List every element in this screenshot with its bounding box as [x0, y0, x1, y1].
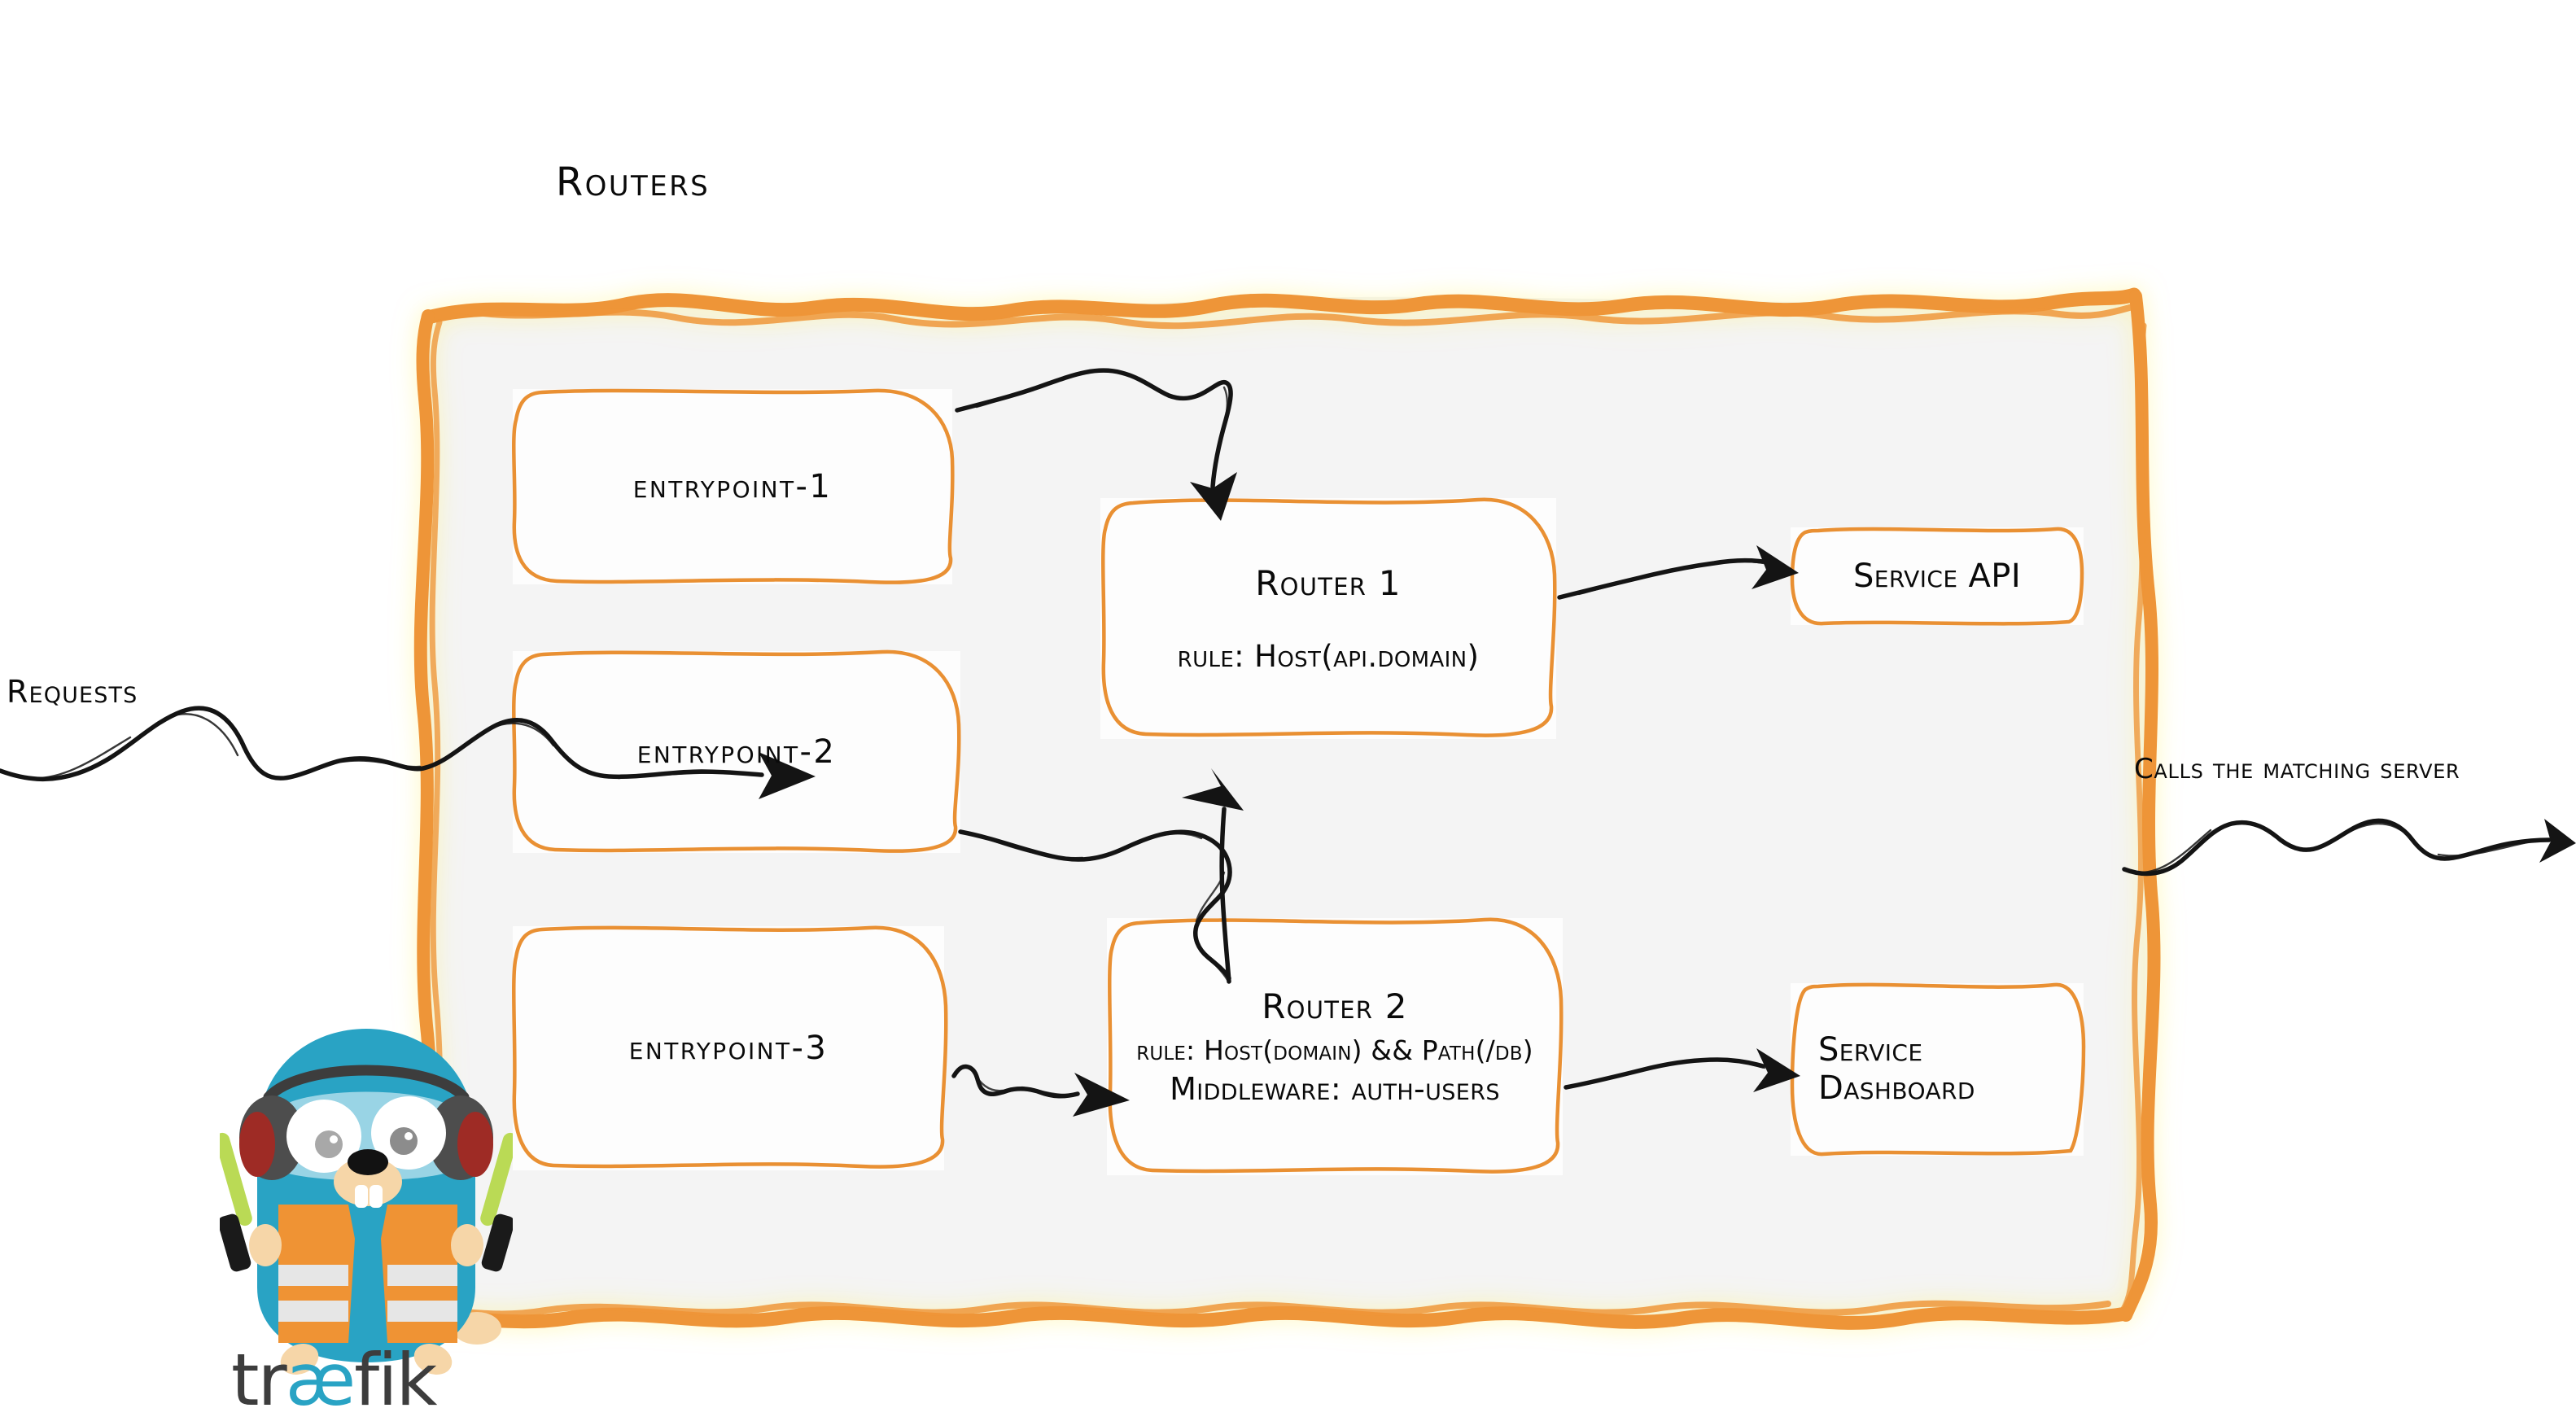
router-1-title: Router 1 [1255, 563, 1402, 603]
gopher-snout [334, 1157, 402, 1206]
entrypoint-2-box[interactable]: entrypoint-2 [512, 649, 961, 853]
traefik-wordmark: træfik [231, 1338, 438, 1408]
entrypoint-3-label: entrypoint-3 [628, 1030, 829, 1067]
router-1-rule: rule: Host(api.domain) [1177, 639, 1480, 674]
router-2-middleware: Middleware: auth-users [1170, 1071, 1500, 1107]
router-2-rule: rule: Host(domain) && Path(/db) [1136, 1034, 1533, 1066]
router-2-box[interactable]: Router 2 rule: Host(domain) && Path(/db)… [1107, 917, 1564, 1175]
router-1-box[interactable]: Router 1 rule: Host(api.domain) [1100, 497, 1557, 739]
service-dashboard-line-1: Service [1818, 1030, 1923, 1069]
entrypoint-3-box[interactable]: entrypoint-3 [512, 925, 948, 1170]
gopher-tooth-left [355, 1185, 368, 1208]
traefik-logo: træfik [220, 1001, 513, 1408]
gopher-pupil-right [390, 1127, 418, 1155]
arrow-calls-out-tex [2139, 822, 2533, 874]
gopher-tooth-right [370, 1185, 383, 1208]
entrypoint-1-label: entrypoint-1 [632, 468, 833, 505]
entrypoint-1-box[interactable]: entrypoint-1 [512, 388, 955, 584]
page-title: Routers [0, 160, 2576, 205]
ear-protection-left [239, 1095, 304, 1180]
gopher-foot-right [413, 1344, 453, 1375]
page-title-text: Routers [555, 160, 711, 205]
goggles-strap [263, 1065, 470, 1103]
arrowhead-calls-out [2539, 819, 2576, 863]
requests-label: Requests [7, 674, 138, 710]
calls-matching-server-label: Calls the matching server [2134, 753, 2460, 785]
gopher-nose [348, 1149, 388, 1175]
service-dashboard-line-2: Dashboard [1818, 1069, 1975, 1107]
gopher-foot-left [280, 1344, 319, 1375]
safety-vest [278, 1205, 457, 1343]
marshal-wands [220, 1132, 513, 1272]
container-border-bottom-2 [436, 1300, 2111, 1318]
arrow-calls-out [2122, 818, 2552, 877]
ear-protection-right [428, 1095, 493, 1180]
container-border-right-2 [2119, 322, 2147, 1314]
container-border-top [421, 287, 2141, 325]
entrypoint-2-label: entrypoint-2 [636, 733, 837, 771]
node-border [1101, 497, 1557, 737]
service-api-box[interactable]: Service API [1790, 527, 2084, 626]
router-2-title: Router 2 [1262, 986, 1408, 1026]
gopher-hand-left [249, 1224, 282, 1266]
service-dashboard-box[interactable]: Service Dashboard [1790, 982, 2086, 1157]
gopher-hand-right [451, 1224, 483, 1266]
container-border-top-2 [453, 303, 2139, 330]
gopher-pupil-left [315, 1130, 343, 1158]
container-border-bottom [427, 1305, 2133, 1330]
service-api-label: Service API [1852, 558, 2022, 595]
